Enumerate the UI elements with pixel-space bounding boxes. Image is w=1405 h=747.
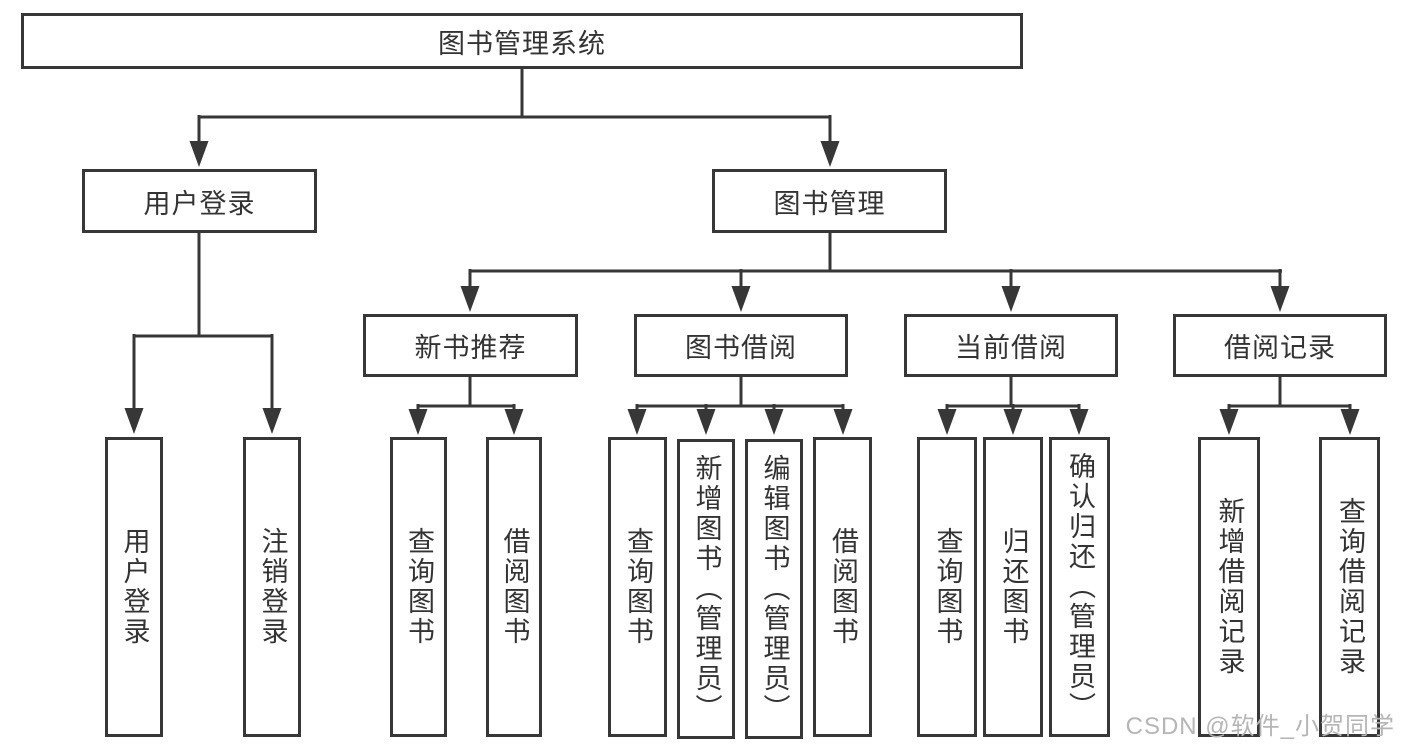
leaf-borrowing-edit-books-admin-label: 编辑图书（管理员） bbox=[759, 454, 790, 724]
leaf-borrowing-borrow-books: 借阅图书 bbox=[813, 437, 872, 737]
node-new-book-recommend: 新书推荐 bbox=[363, 314, 578, 377]
leaf-records-add-borrow-record: 新增借阅记录 bbox=[1198, 437, 1260, 737]
node-current-borrowing-label: 当前借阅 bbox=[955, 333, 1067, 363]
leaf-records-query-borrow-record-label: 查询借阅记录 bbox=[1335, 497, 1365, 677]
leaf-records-query-borrow-record: 查询借阅记录 bbox=[1319, 437, 1380, 737]
csdn-watermark: CSDN @软件_小贺同学 bbox=[1125, 713, 1395, 740]
node-book-management-label: 图书管理 bbox=[773, 188, 886, 219]
leaf-user-login-label: 用户登录 bbox=[119, 527, 150, 647]
leaf-borrowing-add-books-admin: 新增图书（管理员） bbox=[677, 439, 735, 739]
leaf-current-confirm-return-admin-label: 确认归还（管理员） bbox=[1065, 452, 1095, 722]
leaf-records-add-borrow-record-label: 新增借阅记录 bbox=[1214, 497, 1245, 677]
node-new-book-recommend-label: 新书推荐 bbox=[414, 333, 527, 363]
leaf-current-return-books: 归还图书 bbox=[983, 437, 1043, 737]
leaf-borrowing-query-books: 查询图书 bbox=[608, 437, 667, 737]
leaf-borrowing-borrow-books-label: 借阅图书 bbox=[828, 527, 858, 647]
leaf-borrowing-add-books-admin-label: 新增图书（管理员） bbox=[691, 454, 722, 724]
node-root-library-management-system: 图书管理系统 bbox=[21, 13, 1023, 69]
node-current-borrowing: 当前借阅 bbox=[904, 314, 1118, 377]
leaf-borrowing-edit-books-admin: 编辑图书（管理员） bbox=[745, 439, 803, 739]
node-borrowing-records: 借阅记录 bbox=[1173, 314, 1387, 377]
leaf-current-query-books: 查询图书 bbox=[917, 437, 977, 737]
node-borrowing-records-label: 借阅记录 bbox=[1224, 333, 1336, 363]
leaf-borrowing-query-books-label: 查询图书 bbox=[623, 527, 653, 647]
leaf-current-return-books-label: 归还图书 bbox=[998, 527, 1029, 647]
node-book-borrowing-label: 图书借阅 bbox=[685, 333, 797, 363]
node-book-borrowing: 图书借阅 bbox=[634, 314, 848, 377]
node-root-label: 图书管理系统 bbox=[438, 28, 606, 59]
node-user-login-label: 用户登录 bbox=[143, 188, 256, 219]
leaf-current-confirm-return-admin: 确认归还（管理员） bbox=[1049, 437, 1110, 737]
leaf-newbooks-borrow-books-label: 借阅图书 bbox=[499, 527, 530, 647]
leaf-newbooks-query-books: 查询图书 bbox=[390, 437, 447, 737]
leaf-newbooks-borrow-books: 借阅图书 bbox=[486, 437, 542, 737]
leaf-current-query-books-label: 查询图书 bbox=[932, 527, 963, 647]
leaf-logout: 注销登录 bbox=[243, 437, 301, 737]
node-book-management: 图书管理 bbox=[712, 169, 947, 233]
leaf-user-login: 用户登录 bbox=[105, 437, 163, 737]
node-user-login: 用户登录 bbox=[82, 169, 317, 233]
leaf-newbooks-query-books-label: 查询图书 bbox=[404, 527, 434, 647]
leaf-logout-label: 注销登录 bbox=[257, 527, 288, 647]
